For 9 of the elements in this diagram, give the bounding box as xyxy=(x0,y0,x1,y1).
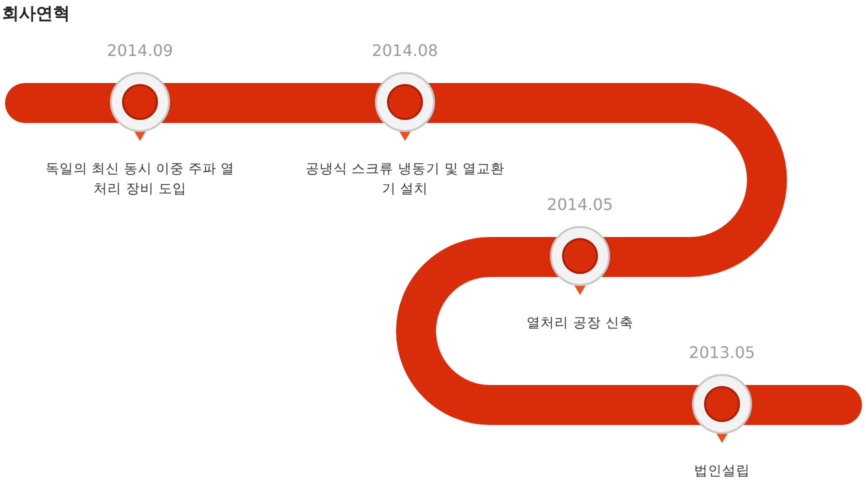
milestone-text: 열처리 공장 신축 xyxy=(526,314,634,333)
milestone-text: 독일의 최신 동시 이중 주파 열처리 장비 도입 xyxy=(44,160,236,199)
date-label: 2014.09 xyxy=(106,41,174,61)
milestone-text: 공냉식 스크류 냉동기 및 열교환기 설치 xyxy=(305,160,505,199)
milestone-text: 법인설립 xyxy=(693,462,751,481)
date-label: 2014.05 xyxy=(546,195,614,215)
date-label: 2014.08 xyxy=(370,41,440,61)
page-title: 회사연혁 xyxy=(2,3,70,25)
date-label: 2013.05 xyxy=(688,343,756,363)
